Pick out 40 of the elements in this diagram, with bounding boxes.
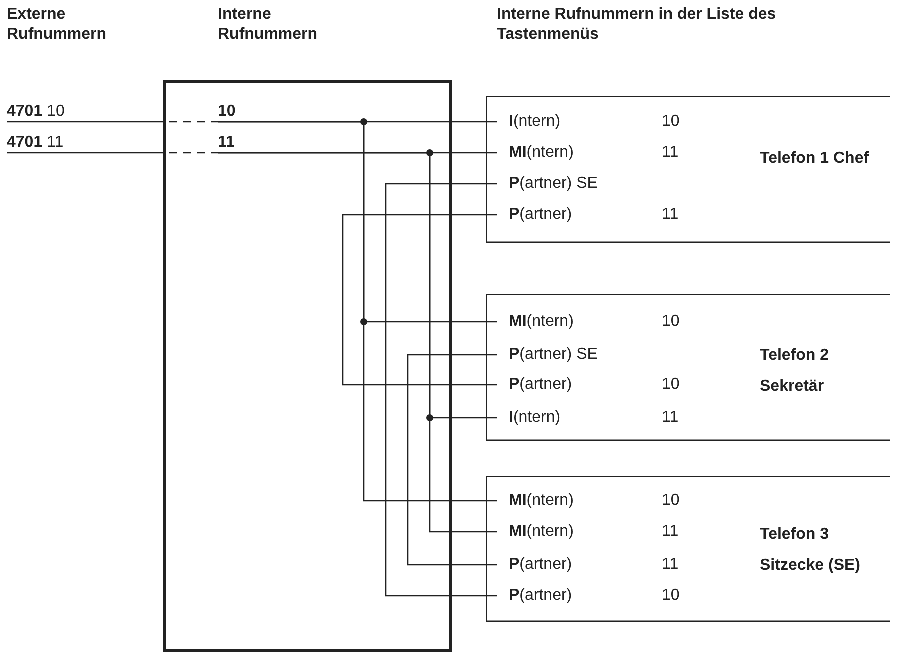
phone-label: Telefon 3 Sitzecke (SE) xyxy=(760,525,862,576)
connection-line xyxy=(342,214,497,386)
key-number: 10 xyxy=(662,587,680,605)
key-number: 10 xyxy=(662,376,680,394)
key-number: 11 xyxy=(662,144,679,162)
key-label: P(artner) SE xyxy=(509,175,598,193)
external-number: 4701 11 xyxy=(7,133,157,153)
key-label: I(ntern) xyxy=(509,113,561,131)
internal-number: 10 xyxy=(218,102,258,122)
key-number: 10 xyxy=(662,492,680,510)
key-label: MI(ntern) xyxy=(509,523,574,541)
key-label: MI(ntern) xyxy=(509,313,574,331)
key-label: MI(ntern) xyxy=(509,492,574,510)
key-label: P(artner) xyxy=(509,376,572,394)
key-label: I(ntern) xyxy=(509,409,561,427)
phone-label: Telefon 2 Sekretär xyxy=(760,346,830,397)
key-number: 11 xyxy=(662,523,679,541)
key-number: 11 xyxy=(662,556,679,574)
column-heading: Interne Rufnummern xyxy=(218,5,319,45)
key-label: P(artner) xyxy=(509,587,572,605)
connection-line xyxy=(218,121,497,502)
key-label: P(artner) xyxy=(509,206,572,224)
internal-number: 11 xyxy=(218,133,258,153)
connection-line xyxy=(407,354,497,566)
column-heading: Externe Rufnummern xyxy=(7,5,108,45)
connection-line xyxy=(7,121,218,123)
key-number: 10 xyxy=(662,313,680,331)
key-number: 11 xyxy=(662,206,679,224)
key-label: MI(ntern) xyxy=(509,144,574,162)
connection-line xyxy=(218,152,497,533)
column-heading: Interne Rufnummern in der Liste des Tastenmenüs xyxy=(497,5,778,45)
phone-label: Telefon 1 Chef xyxy=(760,149,870,169)
key-label: P(artner) SE xyxy=(509,346,598,364)
exchange-box xyxy=(163,80,452,652)
key-number: 11 xyxy=(662,409,679,427)
external-number: 4701 10 xyxy=(7,102,157,122)
key-label: P(artner) xyxy=(509,556,572,574)
connection-line xyxy=(7,152,218,154)
key-number: 10 xyxy=(662,113,680,131)
connection-line xyxy=(385,183,497,597)
